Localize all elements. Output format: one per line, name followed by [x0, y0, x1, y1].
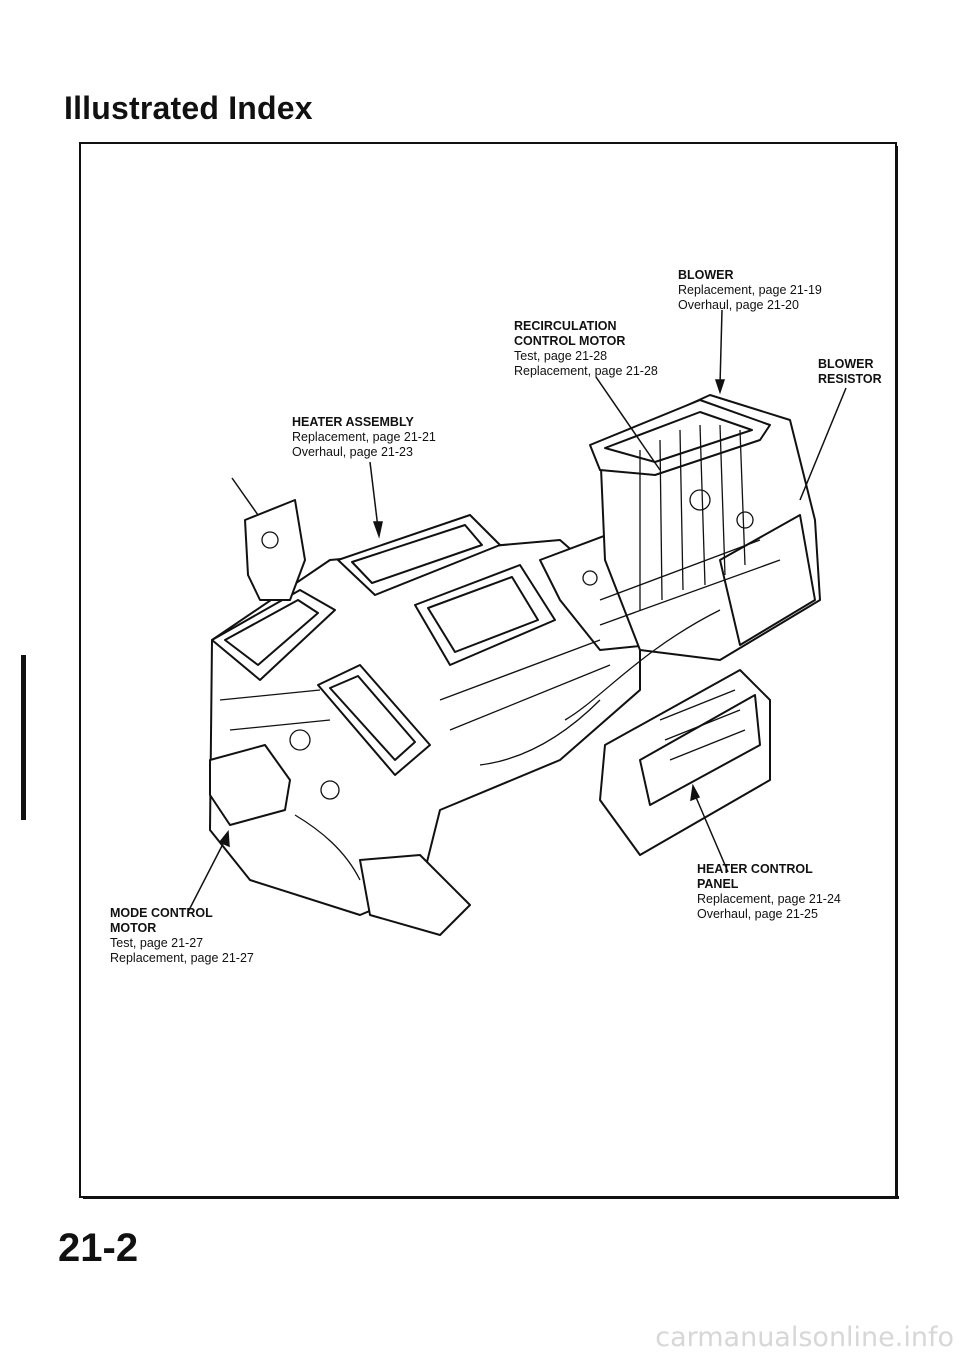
callout-line: Overhaul, page 21-23 [292, 445, 413, 459]
callout-line: Replacement, page 21-27 [110, 951, 254, 965]
callout-line: Replacement, page 21-28 [514, 364, 658, 378]
heater-top-duct [337, 514, 501, 596]
callout-title: RESISTOR [818, 372, 882, 386]
page-title: Illustrated Index [64, 90, 313, 126]
front-outlet [317, 664, 431, 776]
callout-title: RECIRCULATION [514, 319, 617, 333]
callout-line: Test, page 21-28 [514, 349, 608, 363]
callout-title: PANEL [697, 877, 739, 891]
callout-title: MODE CONTROL [110, 906, 213, 920]
blower-leader [719, 309, 723, 386]
callout-blower-resistor: BLOWER RESISTOR [818, 357, 882, 387]
illustration-frame [79, 142, 897, 1198]
callout-line: Test, page 21-27 [110, 936, 204, 950]
callout-mode-control-motor: MODE CONTROL MOTOR Test, page 21-27 Repl… [110, 906, 254, 966]
callout-title: HEATER ASSEMBLY [292, 415, 414, 429]
watermark: carmanualsonline.info [655, 1322, 954, 1353]
callout-title: BLOWER [818, 357, 874, 371]
callout-recirculation-motor: RECIRCULATION CONTROL MOTOR Test, page 2… [514, 319, 658, 379]
mode-motor-box [209, 744, 291, 826]
recirc-leader [595, 376, 661, 471]
callout-line: Replacement, page 21-24 [697, 892, 841, 906]
margin-bar [21, 655, 26, 820]
callout-line: Replacement, page 21-21 [292, 430, 436, 444]
page-number: 21-2 [58, 1226, 139, 1270]
callout-title: CONTROL MOTOR [514, 334, 626, 348]
callout-title: BLOWER [678, 268, 734, 282]
bracket-leader [231, 477, 259, 516]
panel-leader [694, 794, 729, 873]
resistor-leader [799, 387, 847, 501]
callout-blower: BLOWER Replacement, page 21-19 Overhaul,… [678, 268, 822, 313]
callout-title: HEATER CONTROL [697, 862, 813, 876]
left-duct [211, 589, 336, 681]
callout-line: Overhaul, page 21-20 [678, 298, 799, 312]
control-panel [599, 669, 771, 856]
callout-title: MOTOR [110, 921, 157, 935]
mode-leader [187, 839, 226, 913]
callout-line: Overhaul, page 21-25 [697, 907, 818, 921]
heater-leader [369, 461, 379, 529]
callout-heater-assembly: HEATER ASSEMBLY Replacement, page 21-21 … [292, 415, 436, 460]
callout-heater-control-panel: HEATER CONTROL PANEL Replacement, page 2… [697, 862, 841, 922]
heater-housing [209, 539, 641, 916]
left-bracket [244, 499, 306, 601]
callout-line: Replacement, page 21-19 [678, 283, 822, 297]
heater-lower-box [359, 854, 471, 936]
